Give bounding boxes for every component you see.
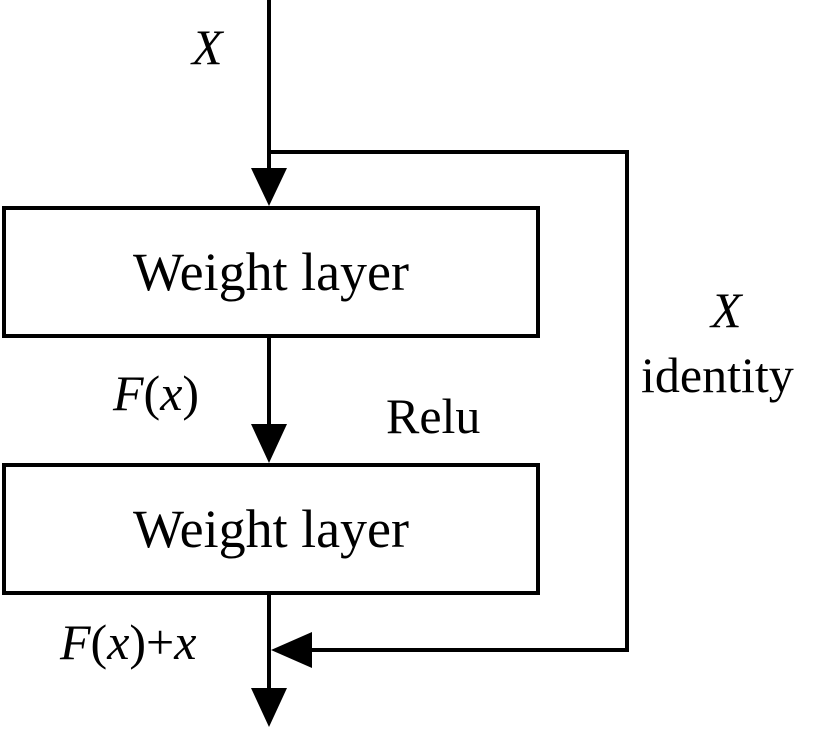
fxpx-f: F [60, 614, 91, 670]
fxpx-close-plus: )+ [129, 614, 175, 670]
fxpx-open-paren: ( [90, 614, 108, 670]
shortcut-x-label: X [711, 282, 742, 338]
fxpx-x: x [107, 614, 130, 670]
fx-label: F(x) [113, 368, 199, 418]
weight-layer-2: Weight layer [2, 463, 540, 595]
fx-open-paren: ( [143, 365, 161, 421]
fx-f: F [113, 365, 144, 421]
arrow-into-second-layer [251, 424, 287, 463]
fx-x: x [160, 365, 183, 421]
fx-plus-x-label: F(x)+x [60, 617, 196, 667]
input-x-label: X [192, 19, 223, 75]
fxpx-x2: x [174, 614, 197, 670]
output-arrow [251, 688, 287, 727]
identity-label: identity [641, 347, 794, 403]
relu-label: Relu [386, 388, 481, 444]
arrow-into-first-layer [251, 168, 287, 206]
weight-layer-2-label: Weight layer [132, 499, 410, 559]
weight-layer-1-label: Weight layer [132, 242, 410, 302]
weight-layer-1: Weight layer [2, 206, 540, 338]
fx-close-paren: ) [182, 365, 200, 421]
identity-shortcut-path [269, 150, 629, 652]
identity-merge-arrow [271, 632, 312, 668]
